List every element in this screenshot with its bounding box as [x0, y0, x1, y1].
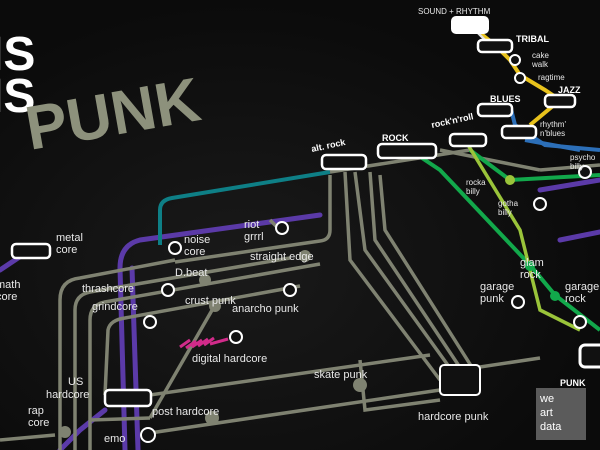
label-sound-rhythm: SOUND + RHYTHM: [418, 7, 491, 16]
label-thrashcore: thrashcore: [82, 283, 134, 295]
title-line-3: PUNK: [20, 65, 205, 163]
station-sound-rhythm[interactable]: [451, 16, 489, 34]
label-garage-punk-1: garage: [480, 281, 514, 293]
station-skate-punk[interactable]: [353, 378, 367, 392]
label-grindcore: grindcore: [92, 301, 138, 313]
label-psychobilly-2: billy: [570, 162, 584, 171]
label-metalcore-2: core: [56, 244, 77, 256]
station-thrashcore[interactable]: [161, 283, 175, 297]
label-punk: PUNK: [560, 378, 586, 388]
station-blues[interactable]: [476, 102, 514, 118]
label-us-hardcore-2: hardcore: [46, 389, 89, 401]
label-garage-rock-2: rock: [565, 293, 586, 305]
station-digital-hardcore[interactable]: [229, 330, 243, 344]
station-anarcho-punk[interactable]: [283, 283, 297, 297]
label-noisecore-2: core: [184, 246, 205, 258]
label-us-hardcore-1: US: [68, 376, 83, 388]
label-rhythm-blues-1: rhythm': [540, 120, 566, 129]
station-post-hardcore[interactable]: [205, 411, 219, 425]
station-garage-junction[interactable]: [550, 291, 560, 301]
station-gothabilly[interactable]: [533, 197, 547, 211]
label-rockabilly-2: billy: [466, 187, 480, 196]
label-mathcore-2: core: [0, 291, 17, 303]
station-rhythm-blues[interactable]: [500, 124, 538, 140]
label-ragtime: ragtime: [538, 73, 565, 82]
label-cake-walk-1: cake: [532, 51, 549, 60]
station-rockabilly[interactable]: [505, 175, 515, 185]
watermark-line-2: art: [540, 407, 553, 419]
station-hardcore-punk[interactable]: [439, 364, 481, 396]
label-rockabilly-1: rocka: [466, 178, 486, 187]
label-riot-grrrl-1: riot: [244, 219, 259, 231]
label-jazz: JAZZ: [558, 85, 581, 95]
station-garage-rock[interactable]: [573, 315, 587, 329]
label-gothabilly-2: billy: [498, 208, 512, 217]
station-jazz[interactable]: [543, 93, 577, 109]
watermark: we art data: [536, 388, 586, 440]
station-noisecore[interactable]: [168, 241, 182, 255]
title-line-1: IS: [0, 28, 35, 81]
station-alt-rock[interactable]: [320, 153, 368, 171]
label-garage-rock-1: garage: [565, 281, 599, 293]
label-hardcore-punk: hardcore punk: [418, 411, 489, 423]
station-riot-grrrl[interactable]: [275, 221, 289, 235]
station-cake-walk[interactable]: [509, 54, 521, 66]
stations: [10, 16, 600, 443]
olive-lines: [0, 148, 600, 450]
label-noisecore-1: noise: [184, 234, 210, 246]
station-rock-n-roll[interactable]: [448, 132, 488, 148]
station-glam-rock[interactable]: [525, 261, 535, 271]
station-punk[interactable]: [578, 343, 600, 369]
labels: SOUND + RHYTHM TRIBAL cake walk ragtime …: [0, 7, 599, 445]
magenta-dash: [179, 336, 229, 350]
label-anarcho-punk: anarcho punk: [232, 303, 299, 315]
title-line-2: IS: [0, 70, 35, 123]
station-garage-punk[interactable]: [511, 295, 525, 309]
station-grindcore[interactable]: [143, 315, 157, 329]
station-tribal[interactable]: [476, 38, 514, 54]
label-digital-hardcore: digital hardcore: [192, 353, 267, 365]
label-glam-rock-2: rock: [520, 269, 541, 281]
station-ragtime[interactable]: [514, 72, 526, 84]
label-tribal: TRIBAL: [516, 34, 549, 44]
label-rapcore-2: core: [28, 417, 49, 429]
station-metalcore[interactable]: [10, 242, 52, 260]
label-riot-grrrl-2: grrrl: [244, 231, 264, 243]
label-rapcore-1: rap: [28, 405, 44, 417]
label-rock: ROCK: [382, 133, 409, 143]
label-psychobilly-1: psycho: [570, 153, 596, 162]
station-straight-edge[interactable]: [299, 250, 311, 262]
station-crust-punk[interactable]: [209, 300, 221, 312]
label-crust-punk: crust punk: [185, 295, 236, 307]
watermark-line-3: data: [540, 421, 562, 433]
watermark-line-1: we: [539, 393, 554, 405]
label-d-beat: D.beat: [175, 267, 207, 279]
label-garage-punk-2: punk: [480, 293, 504, 305]
station-psychobilly[interactable]: [578, 165, 592, 179]
station-rock[interactable]: [376, 142, 438, 160]
label-post-hardcore: post hardcore: [152, 406, 219, 418]
station-emo[interactable]: [140, 427, 156, 443]
label-rhythm-blues-2: n'blues: [540, 129, 565, 138]
label-cake-walk-2: walk: [531, 60, 549, 69]
station-d-beat[interactable]: [199, 274, 211, 286]
label-mathcore-1: math: [0, 279, 20, 291]
label-rock-n-roll: rock'n'roll: [430, 111, 474, 130]
label-gothabilly-1: gotha: [498, 199, 519, 208]
label-straight-edge: straight edge: [250, 251, 314, 263]
label-metalcore-1: metal: [56, 232, 83, 244]
teal-line: [158, 170, 331, 245]
label-skate-punk: skate punk: [314, 369, 368, 381]
station-us-hardcore[interactable]: [103, 388, 153, 408]
label-glam-rock-1: glam: [520, 257, 544, 269]
label-alt-rock: alt. rock: [310, 137, 347, 154]
station-rapcore[interactable]: [59, 426, 71, 438]
label-blues: BLUES: [490, 94, 521, 104]
label-emo: emo: [104, 433, 125, 445]
